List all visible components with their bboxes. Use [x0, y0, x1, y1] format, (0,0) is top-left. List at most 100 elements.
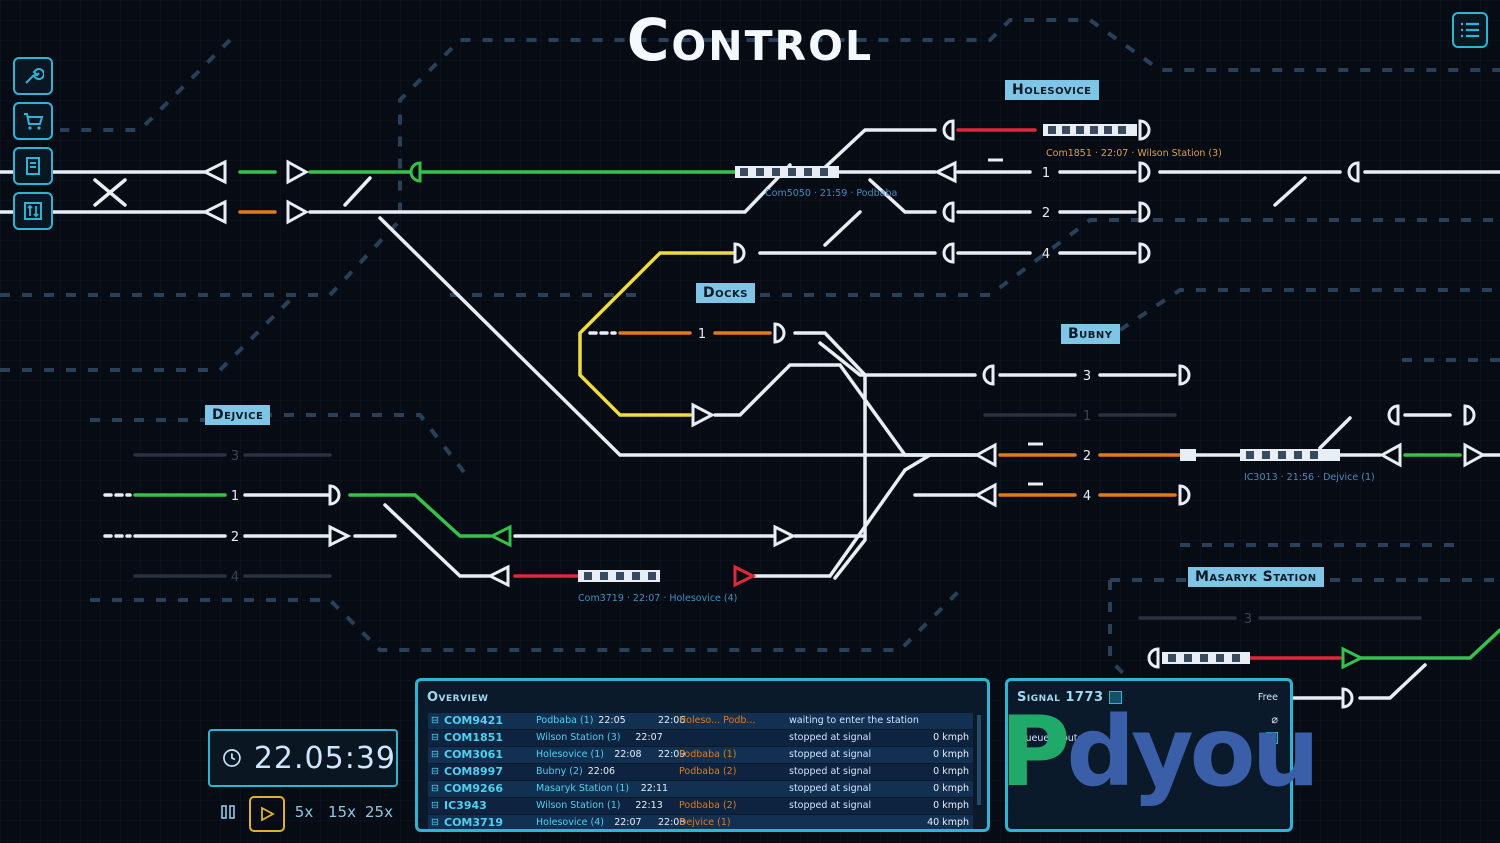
overview-next-stop: Dejvice (1)	[679, 817, 731, 828]
page-title: Control	[626, 6, 874, 74]
train-icon: ⊟	[431, 732, 439, 743]
svg-text:Com5050 · 21:59 · Podbaba: Com5050 · 21:59 · Podbaba	[765, 188, 897, 199]
station-dejvice[interactable]: Dejvice	[205, 405, 271, 425]
speed-15x-button[interactable]: 15x	[328, 803, 356, 821]
route-label: Route	[1018, 715, 1046, 726]
overview-origin: Bubny (2)	[536, 766, 583, 777]
signals[interactable]	[201, 119, 1487, 709]
overview-speed: 0 kmph	[933, 766, 969, 777]
overview-speed: 40 kmph	[927, 817, 969, 828]
overview-status: stopped at signal	[789, 732, 872, 743]
overview-next-time: 22:08	[658, 817, 686, 828]
overview-status: stopped at signal	[789, 749, 872, 760]
overview-title: Overview	[427, 690, 489, 705]
overview-speed: 0 kmph	[933, 749, 969, 760]
overview-next-time: 22:06	[658, 715, 686, 726]
svg-text:IC3013 · 21:56 · Dejvice (1): IC3013 · 21:56 · Dejvice (1)	[1244, 472, 1375, 483]
train-icon: ⊟	[431, 800, 439, 811]
overview-origin: Holesovice (4)	[536, 817, 605, 828]
station-docks[interactable]: Docks	[696, 283, 755, 303]
train-icon: ⊟	[431, 817, 439, 828]
station-bubny[interactable]: Bubny	[1061, 324, 1120, 344]
overview-scrollbar[interactable]	[977, 715, 981, 805]
train-icon: ⊟	[431, 783, 439, 794]
pause-icon	[221, 805, 235, 819]
play-icon	[261, 806, 275, 822]
timetable-button[interactable]	[13, 147, 53, 185]
overview-next-stop: Podbaba (2)	[679, 800, 737, 811]
signal-panel[interactable]: Signal 1773 Free Route ⌀ Queued routes:	[1005, 678, 1293, 832]
wrench-icon	[25, 68, 44, 84]
svg-text:1: 1	[698, 327, 706, 342]
signal-title: Signal 1773	[1017, 690, 1104, 705]
queue-toggle[interactable]	[1266, 732, 1278, 744]
train-icon: ⊟	[431, 749, 439, 760]
overview-next-stop: Holeso... Podb...	[679, 715, 756, 726]
svg-text:Com3719 · 22:07 · Holesovice (: Com3719 · 22:07 · Holesovice (4)	[578, 593, 737, 604]
station-masaryk[interactable]: Masaryk Station	[1188, 567, 1324, 587]
game-clock: 22.05:39	[208, 729, 398, 787]
svg-text:4: 4	[1042, 247, 1050, 262]
speed-25x-button[interactable]: 25x	[365, 803, 393, 821]
wrench-button[interactable]	[13, 57, 53, 95]
clock-icon	[223, 749, 241, 767]
train-masaryk	[1162, 652, 1250, 664]
shop-button[interactable]	[13, 102, 53, 140]
track-number-labels: 1 2 4 1 3 1 2 4 3 1 2 4 3	[231, 166, 1252, 627]
svg-text:2: 2	[1083, 449, 1091, 464]
train-icon: ⊟	[431, 766, 439, 777]
overview-origin-time: 22:05	[598, 715, 626, 726]
overview-next-stop: Podbaba (2)	[679, 766, 737, 777]
signal-state: Free	[1257, 692, 1278, 703]
book-icon	[26, 157, 40, 175]
overview-origin-time: 22:07	[614, 817, 642, 828]
overview-train-id: COM3719	[444, 816, 503, 829]
menu-button[interactable]	[1452, 12, 1488, 48]
station-holesovice[interactable]: Holesovice	[1005, 80, 1099, 100]
overview-origin: Podbaba (1)	[536, 715, 594, 726]
overview-next-time: 22:09	[658, 749, 686, 760]
overview-row[interactable]: ⊟ COM1851 Wilson Station (3) 22:07 stopped a…	[428, 730, 973, 746]
cart-icon	[24, 113, 44, 130]
svg-text:Com1851 · 22:07 · Wilson Stati: Com1851 · 22:07 · Wilson Station (3)	[1046, 148, 1222, 159]
overview-speed: 0 kmph	[933, 732, 969, 743]
overview-speed: 0 kmph	[933, 800, 969, 811]
edit-icon[interactable]	[1108, 691, 1122, 704]
overview-speed: 0 kmph	[933, 783, 969, 794]
train-com3719	[578, 570, 660, 582]
overview-origin: Holesovice (1)	[536, 749, 605, 760]
train-ic3013	[1180, 449, 1340, 461]
no-route-icon: ⌀	[1271, 713, 1278, 726]
svg-text:1: 1	[1042, 166, 1050, 181]
overview-origin: Wilson Station (3)	[536, 732, 621, 743]
overview-train-id: COM9421	[444, 714, 503, 727]
routes-button[interactable]	[13, 192, 53, 230]
pause-button[interactable]	[212, 796, 244, 828]
queued-routes-label: Queued routes:	[1018, 733, 1092, 744]
play-button[interactable]	[249, 796, 285, 832]
clock-time: 22.05:39	[253, 740, 396, 776]
overview-status: waiting to enter the station	[789, 715, 919, 726]
train-info-labels: Com1851 · 22:07 · Wilson Station (3) Com…	[578, 148, 1375, 604]
overview-origin-time: 22:13	[635, 800, 663, 811]
overview-origin-time: 22:11	[640, 783, 669, 794]
overview-train-id: COM3061	[444, 748, 503, 761]
list-icon	[1461, 22, 1479, 38]
overview-origin-time: 22:07	[635, 732, 663, 743]
trains[interactable]	[578, 124, 1340, 664]
overview-origin-time: 22:06	[587, 766, 616, 777]
speed-5x-button[interactable]: 5x	[294, 803, 314, 821]
svg-text:4: 4	[1083, 489, 1091, 504]
svg-text:3: 3	[1244, 612, 1252, 627]
watermark-logo: Pdyou	[1000, 696, 1320, 808]
overview-train-id: COM1851	[444, 731, 503, 744]
overview-train-id: COM8997	[444, 765, 503, 778]
overview-status: stopped at signal	[789, 783, 872, 794]
